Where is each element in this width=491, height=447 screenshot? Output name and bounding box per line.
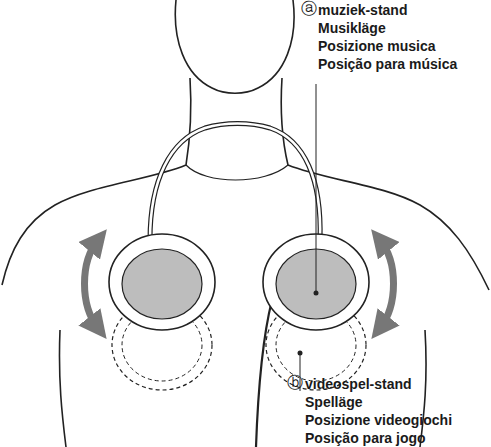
callout-letter: ⓑ (287, 374, 303, 391)
callout-letter: ⓐ (301, 0, 317, 17)
mode-label: Musikläge (318, 20, 386, 37)
mode-label: Posição para jogo (305, 430, 426, 447)
mode-label: Posição para música (318, 56, 457, 73)
mode-label: Posizione videogiochi (305, 412, 452, 429)
mode-label: Spelläge (305, 394, 363, 411)
mode-label: muziek-stand (318, 2, 407, 19)
mode-label: videospel-stand (305, 376, 412, 393)
mode-label: Posizione musica (318, 38, 435, 55)
